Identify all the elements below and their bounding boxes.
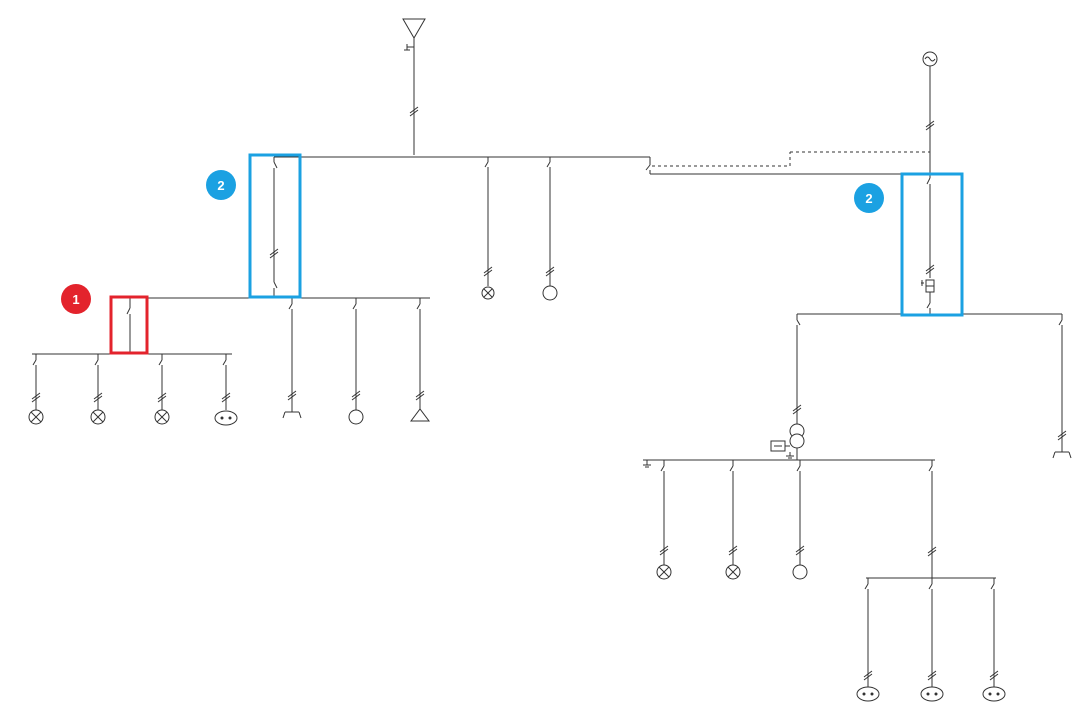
- ground-icon: [643, 460, 651, 468]
- motor-icon: [542, 285, 558, 301]
- callout-label-2-left: 2: [217, 178, 224, 193]
- ground-icon: [786, 452, 794, 459]
- branch-lamp-5: [725, 460, 741, 580]
- antenna-icon: [410, 408, 430, 422]
- branch-lamp-2: [90, 354, 106, 425]
- small-bus-feeder: [126, 298, 131, 354]
- callout-badge-2-right[interactable]: 2: [854, 183, 884, 213]
- branch-motor: [348, 298, 364, 425]
- right-feeder: [921, 66, 935, 314]
- transformer-branch: [770, 314, 805, 460]
- branch-socket-1: [856, 578, 880, 702]
- branch-sub-distribution: [927, 460, 937, 578]
- fuse-icon: [921, 279, 935, 293]
- callout-label-1: 1: [72, 292, 79, 307]
- ground-icon: [282, 411, 302, 419]
- socket-icon: [856, 686, 880, 702]
- branch-antenna: [410, 298, 430, 422]
- branch-lamp-4: [656, 460, 672, 580]
- transformer-icon: [789, 423, 805, 449]
- control-box-icon: [770, 440, 790, 452]
- highlight-box-blue-right[interactable]: [900, 172, 964, 317]
- branch-ground: [282, 298, 302, 419]
- branch-lamp-1: [28, 354, 44, 425]
- lamp-icon: [90, 409, 106, 425]
- branch-socket: [214, 354, 238, 426]
- load-branch-lamp: [481, 157, 495, 300]
- lamp-icon: [154, 409, 170, 425]
- load-branch-motor: [542, 157, 558, 301]
- highlight-box-blue-left[interactable]: [248, 153, 302, 299]
- callout-badge-2-left[interactable]: 2: [206, 170, 236, 200]
- branch-lamp-3: [154, 354, 170, 425]
- branch-socket-3: [982, 578, 1006, 702]
- callout-label-2-right: 2: [865, 191, 872, 206]
- motor-icon: [792, 564, 808, 580]
- highlight-box-red[interactable]: [109, 295, 149, 355]
- socket-icon: [920, 686, 944, 702]
- ground-icon: [1052, 451, 1072, 459]
- socket-icon: [214, 410, 238, 426]
- branch-socket-2: [920, 578, 944, 702]
- branch-ground-right: [1052, 314, 1072, 459]
- cable-marker: [409, 106, 419, 117]
- ac-generator-icon: [922, 51, 938, 67]
- callout-badge-1[interactable]: 1: [61, 284, 91, 314]
- motor-icon: [348, 409, 364, 425]
- lamp-icon: [725, 564, 741, 580]
- feeder-switch: [269, 157, 279, 298]
- lamp-icon: [481, 286, 495, 300]
- lamp-icon: [656, 564, 672, 580]
- antenna-icon: [402, 18, 426, 155]
- socket-icon: [982, 686, 1006, 702]
- branch-motor-2: [792, 460, 808, 580]
- lamp-icon: [28, 409, 44, 425]
- bus-coupler: [645, 151, 930, 175]
